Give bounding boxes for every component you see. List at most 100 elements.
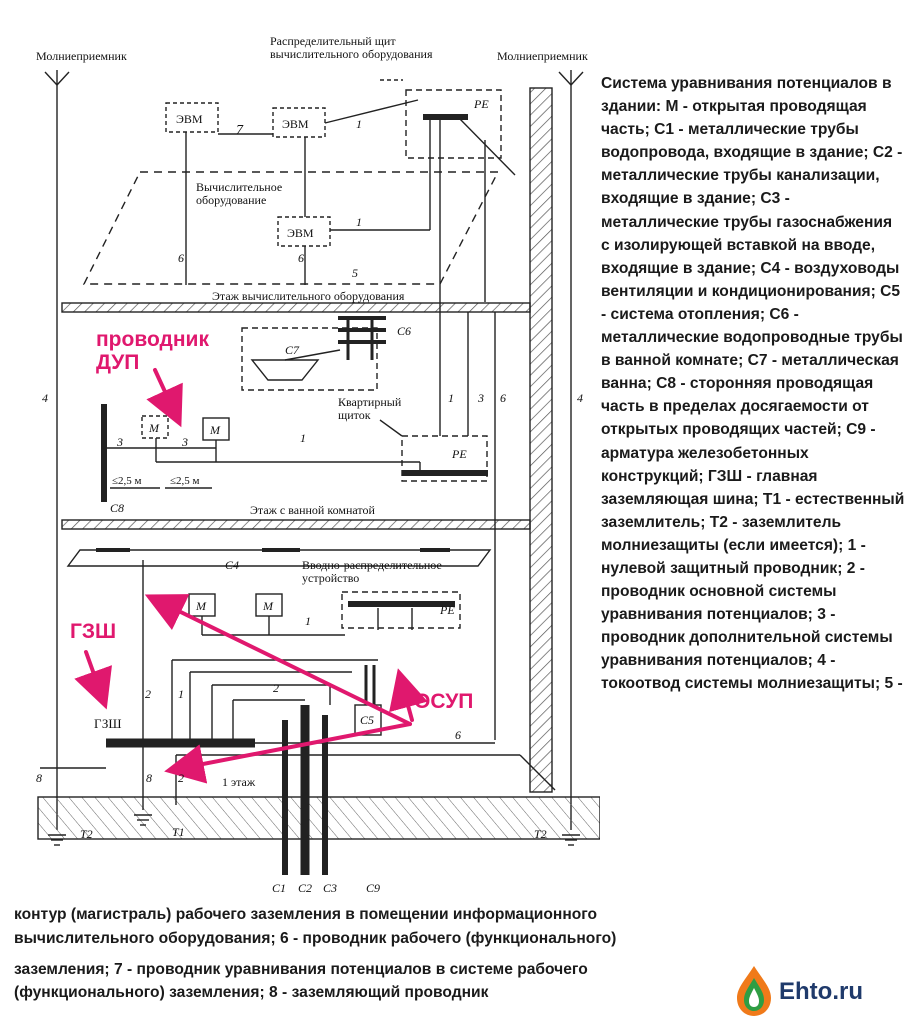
num-1-riser: 1 xyxy=(448,391,454,405)
c6-label: C6 xyxy=(397,324,411,338)
evm-label-1: ЭВМ xyxy=(176,112,203,126)
earth-symbol-center xyxy=(134,814,152,826)
gzsh-arrow xyxy=(74,650,112,710)
lightning-rod-right xyxy=(558,70,584,830)
ground-slab xyxy=(37,796,600,840)
num-2-bar: 2 xyxy=(178,771,184,785)
apartment-board xyxy=(401,435,488,482)
num-2-ground-a: 2 xyxy=(145,687,151,701)
evm-box-1 xyxy=(165,102,219,133)
c5-label: C5 xyxy=(360,713,374,727)
t2-label-left: T2 xyxy=(80,827,93,841)
c4-duct xyxy=(66,549,492,567)
num-8-left: 8 xyxy=(36,771,42,785)
num-3-riser: 3 xyxy=(477,391,484,405)
t1-label: T1 xyxy=(172,825,185,839)
lightning-label-right: Молниеприемник xyxy=(497,49,588,63)
dist-board-label-line: вычислительного оборудования xyxy=(270,47,433,61)
floor-bathroom-label: Этаж с ванной комнатой xyxy=(250,503,375,517)
t2-label-right: T2 xyxy=(534,827,547,841)
apt-board-label-line: Квартирный xyxy=(338,395,402,409)
c3-label: C3 xyxy=(323,881,337,895)
dup-arrow xyxy=(146,368,183,428)
flame-drop-icon xyxy=(737,966,771,1016)
apt-board-label-line: щиток xyxy=(338,408,371,422)
legend-line-3: заземления; 7 - проводник уравнивания по… xyxy=(14,961,588,978)
dist-label-1: ≤2,5 м xyxy=(112,475,142,487)
num-6-ground: 6 xyxy=(455,728,461,742)
legend-line-2: вычислительного оборудования; 6 - провод… xyxy=(14,930,617,947)
num-4-left: 4 xyxy=(42,391,48,405)
num-6-riser: 6 xyxy=(500,391,506,405)
num-5-computing: 5 xyxy=(352,266,358,280)
c4-label: C4 xyxy=(225,558,239,572)
num-1-computing-a: 1 xyxy=(356,117,362,131)
floor-slab-middle xyxy=(61,519,531,530)
legend-line-1: контур (магистраль) рабочего заземления … xyxy=(14,906,598,923)
dist-board-label-line: Распределительный щит xyxy=(270,34,396,48)
num-6-computing-b: 6 xyxy=(298,251,304,265)
intro-device xyxy=(341,591,461,629)
num-1-bath: 1 xyxy=(300,431,306,445)
computing-floor-contour xyxy=(82,171,500,285)
comp-equipment-label-line: оборудование xyxy=(196,193,266,207)
osup-callout: ОСУП xyxy=(414,690,473,713)
distribution-board xyxy=(405,89,502,159)
legend: Система уравнивания потенциалов в здании… xyxy=(601,72,905,696)
lightning-rod-left xyxy=(44,70,70,830)
num-1-ground-b: 1 xyxy=(178,687,184,701)
legend-line-4: (функционального) заземления; 8 - заземл… xyxy=(14,984,489,1001)
legend-text: Система уравнивания потенциалов в здании… xyxy=(601,75,905,693)
first-floor-label: 1 этаж xyxy=(222,775,256,789)
num-6-computing-a: 6 xyxy=(178,251,184,265)
m-label-4: M xyxy=(262,599,274,613)
intro-device-label-line: Вводно-распределительное xyxy=(302,558,442,572)
c9-label: C9 xyxy=(366,881,380,895)
pe-label-3: PE xyxy=(439,603,455,617)
gzsh-label: ГЗШ xyxy=(94,716,121,731)
concrete-column xyxy=(529,87,553,793)
pe-label-1: PE xyxy=(473,97,489,111)
c2-label: C2 xyxy=(298,881,312,895)
evm-label-2: ЭВМ xyxy=(282,117,309,131)
lightning-label-left: Молниеприемник xyxy=(36,49,127,63)
num-1-computing-b: 1 xyxy=(356,215,362,229)
comp-equipment-label-line: Вычислительное xyxy=(196,180,282,194)
earth-symbol-left xyxy=(48,834,66,846)
num-2-ground-b: 2 xyxy=(273,681,279,695)
dist-label-2: ≤2,5 м xyxy=(170,475,200,487)
dup-callout-line: ДУП xyxy=(96,351,139,374)
num-3-bath-b: 3 xyxy=(181,435,188,449)
osup-arrow-2 xyxy=(164,722,412,784)
site-logo[interactable]: Ehto.ru xyxy=(733,964,903,1020)
num-1-ground-a: 1 xyxy=(305,614,311,628)
m-label-1: M xyxy=(148,421,160,435)
num-7-computing: 7 xyxy=(236,123,244,138)
osup-arrow-1 xyxy=(144,594,412,726)
c8-label: C8 xyxy=(110,501,124,515)
c7-label: C7 xyxy=(285,343,300,357)
num-4-right: 4 xyxy=(577,391,583,405)
floor-slab-top xyxy=(61,302,531,313)
gzsh-callout: ГЗШ xyxy=(70,620,116,643)
bathtub xyxy=(250,359,320,381)
num-8-center: 8 xyxy=(146,771,152,785)
earth-symbol-right xyxy=(562,834,580,846)
evm-box-3 xyxy=(277,216,331,247)
logo-text: Ehto.ru xyxy=(779,978,863,1005)
m-label-2: M xyxy=(209,423,221,437)
dup-callout-line: проводник xyxy=(96,328,209,351)
bath-box xyxy=(241,327,378,391)
c1-label: C1 xyxy=(272,881,286,895)
pe-label-2: PE xyxy=(451,447,467,461)
floor-computing-label: Этаж вычислительного оборудования xyxy=(212,289,405,303)
equipotential-bonding-diagram: Молниеприемник Молниеприемник Распредели… xyxy=(36,34,600,895)
num-3-bath-a: 3 xyxy=(116,435,123,449)
m-label-3: M xyxy=(195,599,207,613)
intro-device-label-line: устройство xyxy=(302,571,359,585)
